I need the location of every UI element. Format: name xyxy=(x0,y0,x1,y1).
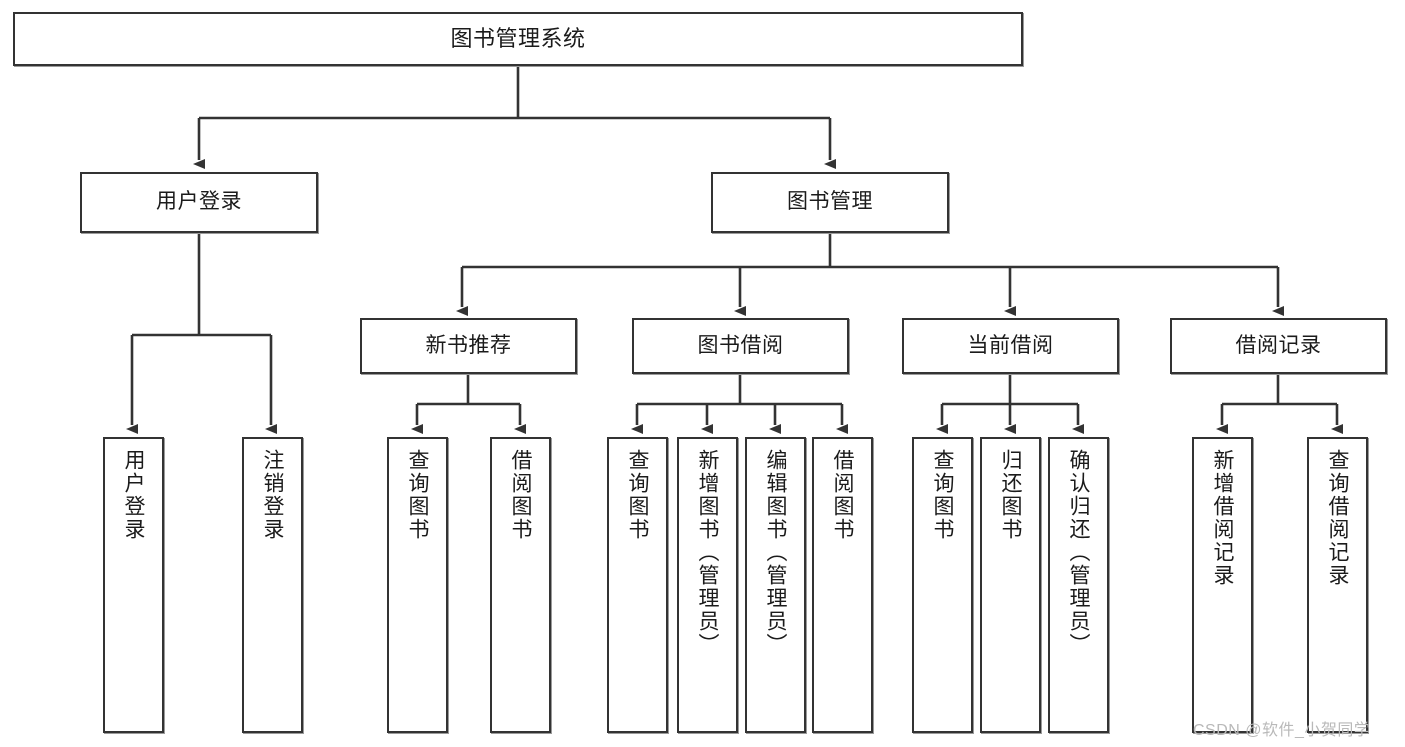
node-leaf-query-book-recommend-label: 查询图书 xyxy=(406,449,429,541)
node-leaf-query-borrow-record-label: 查询借阅记录 xyxy=(1326,449,1349,587)
node-leaf-borrow-book-recommend-label: 借阅图书 xyxy=(509,449,532,541)
node-leaf-add-borrow-record-label: 新增借阅记录 xyxy=(1211,449,1234,587)
node-user-login-label: 用户登录 xyxy=(156,190,242,214)
node-leaf-confirm-return-admin[interactable]: 确认归还（管理员） xyxy=(1048,437,1109,733)
node-leaf-query-book-current-label: 查询图书 xyxy=(931,449,954,541)
node-leaf-user-login-label: 用户登录 xyxy=(122,449,145,541)
node-leaf-query-borrow-record[interactable]: 查询借阅记录 xyxy=(1307,437,1368,733)
node-book-borrow[interactable]: 图书借阅 xyxy=(632,318,849,374)
node-leaf-edit-book-admin-label: 编辑图书（管理员） xyxy=(764,449,787,656)
node-book-management[interactable]: 图书管理 xyxy=(711,172,949,233)
node-new-book-recommend-label: 新书推荐 xyxy=(425,333,512,357)
node-book-management-label: 图书管理 xyxy=(787,190,873,214)
node-leaf-edit-book-admin[interactable]: 编辑图书（管理员） xyxy=(745,437,806,733)
node-book-borrow-label: 图书借阅 xyxy=(697,333,784,357)
node-leaf-return-book-label: 归还图书 xyxy=(999,449,1022,541)
node-leaf-borrow-book-label: 借阅图书 xyxy=(831,449,854,541)
node-current-borrow[interactable]: 当前借阅 xyxy=(902,318,1119,374)
csdn-watermark: CSDN @软件_小贺同学 xyxy=(1193,722,1371,739)
node-borrow-record-label: 借阅记录 xyxy=(1235,333,1322,357)
node-leaf-logout-label: 注销登录 xyxy=(261,449,284,541)
node-leaf-query-book-borrow-label: 查询图书 xyxy=(626,449,649,541)
node-borrow-record[interactable]: 借阅记录 xyxy=(1170,318,1387,374)
node-new-book-recommend[interactable]: 新书推荐 xyxy=(360,318,577,374)
node-leaf-borrow-book-recommend[interactable]: 借阅图书 xyxy=(490,437,551,733)
node-leaf-query-book-borrow[interactable]: 查询图书 xyxy=(607,437,668,733)
node-leaf-query-book-current[interactable]: 查询图书 xyxy=(912,437,973,733)
node-leaf-query-book-recommend[interactable]: 查询图书 xyxy=(387,437,448,733)
node-leaf-user-login[interactable]: 用户登录 xyxy=(103,437,164,733)
node-leaf-add-borrow-record[interactable]: 新增借阅记录 xyxy=(1192,437,1253,733)
node-root-system[interactable]: 图书管理系统 xyxy=(13,12,1023,66)
node-current-borrow-label: 当前借阅 xyxy=(967,333,1054,357)
node-leaf-logout[interactable]: 注销登录 xyxy=(242,437,303,733)
node-root-system-label: 图书管理系统 xyxy=(450,26,586,52)
node-leaf-borrow-book[interactable]: 借阅图书 xyxy=(812,437,873,733)
node-leaf-return-book[interactable]: 归还图书 xyxy=(980,437,1041,733)
node-leaf-add-book-admin[interactable]: 新增图书（管理员） xyxy=(677,437,738,733)
node-leaf-confirm-return-admin-label: 确认归还（管理员） xyxy=(1067,449,1090,656)
node-user-login[interactable]: 用户登录 xyxy=(80,172,318,233)
node-leaf-add-book-admin-label: 新增图书（管理员） xyxy=(696,449,719,656)
